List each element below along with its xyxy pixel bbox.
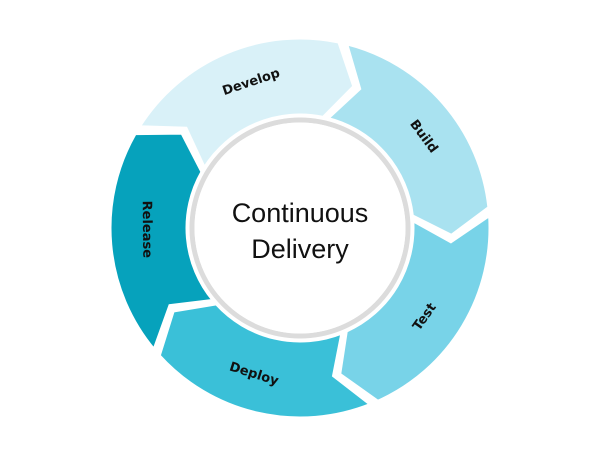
stage-segment-deploy	[157, 302, 374, 420]
stage-label-release: Release	[139, 201, 155, 259]
stage-segment-build	[324, 41, 491, 238]
center-ring	[189, 117, 411, 339]
stage-segment-release	[108, 131, 217, 353]
stage-segment-test	[338, 212, 492, 404]
center-disc	[194, 122, 406, 334]
center-title-line1: Continuous	[232, 198, 369, 228]
center-title-line2: Delivery	[251, 234, 349, 264]
stage-segment-develop	[136, 36, 356, 171]
stage-segments	[108, 36, 492, 420]
